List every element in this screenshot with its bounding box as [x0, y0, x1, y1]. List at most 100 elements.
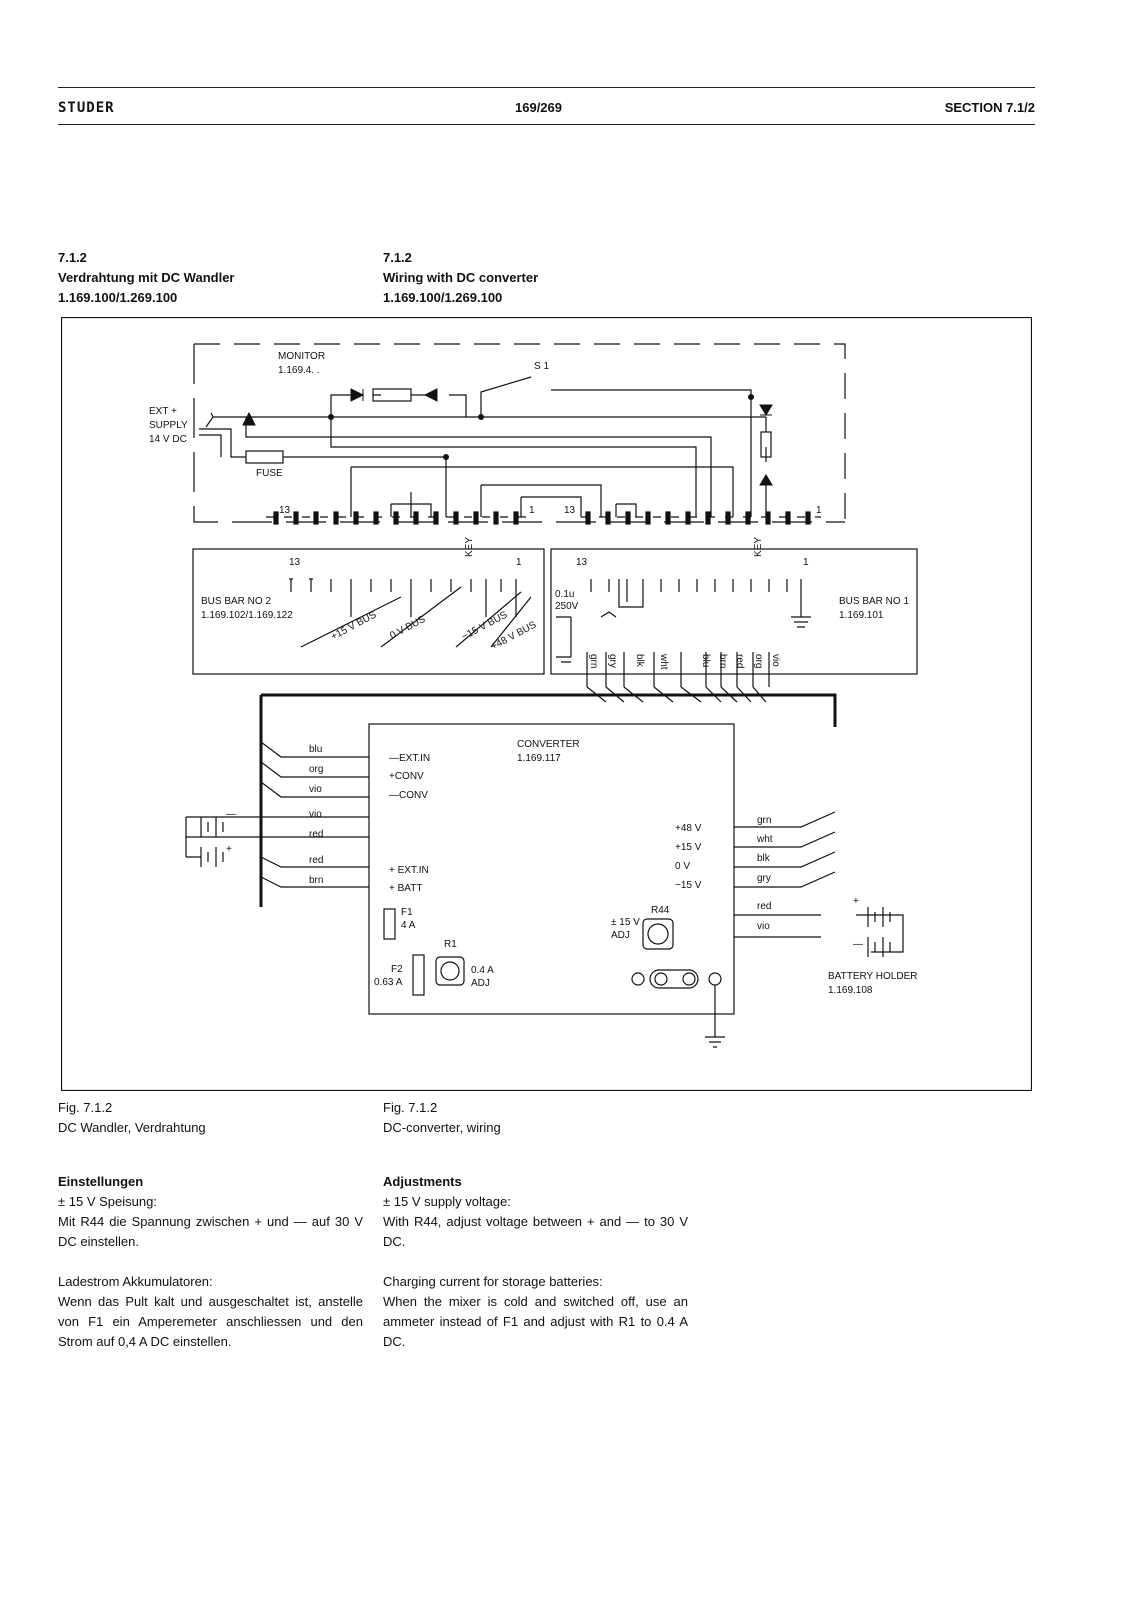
caption-en-text: DC-converter, wiring [383, 1120, 501, 1135]
label-adj15b: ADJ [611, 930, 630, 941]
lwire-blu: blu [309, 744, 322, 755]
monitor-diode-1 [350, 388, 365, 402]
wiring-diagram: MONITOR 1.169.4. . S 1 EXT + SUPPLY 14 V… [61, 317, 1032, 1091]
bus-lines [300, 586, 532, 648]
text-de-p2b: Wenn das Pult kalt und ausgeschaltet ist… [58, 1294, 363, 1349]
caption-en-fig: Fig. 7.1.2 [383, 1100, 438, 1115]
label-bus0: 0 V BUS [388, 614, 427, 642]
text-en-p2b: When the mixer is cold and switched off,… [383, 1294, 688, 1349]
label-13c: 13 [289, 557, 301, 568]
arrow-marker [242, 411, 256, 426]
wire-blk: blk [634, 654, 645, 668]
battery-left-1 [200, 817, 224, 837]
label-r1v2: ADJ [471, 978, 490, 989]
studer-logo: STUDER [58, 100, 115, 116]
caption-de-text: DC Wandler, Verdrahtung [58, 1120, 206, 1135]
fuse-f1 [383, 908, 396, 940]
text-en-p1b: With R44, adjust voltage between + and —… [383, 1214, 688, 1249]
wire-gry: gry [607, 654, 618, 668]
label-f1v: 4 A [401, 920, 416, 931]
label-1b: 1 [816, 505, 822, 516]
heading-de-title: Verdrahtung mit DC Wandler [58, 270, 235, 285]
heading-de-parts: 1.169.100/1.269.100 [58, 290, 178, 305]
label-ext-in: —EXT.IN [389, 753, 430, 764]
label-busbar1: BUS BAR NO 1 [839, 596, 909, 607]
monitor-led-chain [330, 394, 467, 417]
label-13a: 13 [279, 505, 291, 516]
label-minus-right: — [853, 939, 863, 950]
wire-brn: brn [717, 654, 728, 668]
text-de-title: Einstellungen [58, 1174, 144, 1189]
label-ext-in2: + EXT.IN [389, 865, 429, 876]
label-f2v: 0.63 A [374, 977, 403, 988]
text-en-title: Adjustments [383, 1174, 462, 1189]
connector-row [266, 511, 821, 525]
lwire-red-2: red [309, 855, 323, 866]
label-minus-left: — [226, 809, 236, 820]
label-converter-no: 1.169.117 [517, 753, 561, 764]
heading-en-title: Wiring with DC converter [383, 270, 539, 285]
label-battery-holder-no: 1.169.108 [828, 985, 873, 996]
text-en-p2a: Charging current for storage batteries: [383, 1274, 603, 1289]
rwire-gry: gry [757, 873, 771, 884]
wire-wht: wht [658, 653, 669, 670]
caption-english: Fig. 7.1.2 DC-converter, wiring [383, 1098, 501, 1138]
text-english: Adjustments ± 15 V supply voltage: With … [383, 1172, 688, 1352]
heading-english: 7.1.2 Wiring with DC converter 1.169.100… [383, 248, 538, 308]
label-r44: R44 [651, 905, 670, 916]
label-s1: S 1 [534, 361, 549, 372]
diagram-frame [61, 317, 1032, 1091]
switch-s1-arm [480, 376, 532, 417]
bus-bar-2-box [192, 548, 545, 675]
lwire-brn: brn [309, 875, 323, 886]
label-bus15: +15 V BUS [329, 609, 378, 642]
section-label: SECTION 7.1/2 [944, 100, 1035, 115]
label-busbar2-no: 1.169.102/1.169.122 [201, 610, 293, 621]
page-number: 169/269 [515, 100, 562, 115]
lwire-org: org [309, 764, 323, 775]
lwire-vio-2: vio [309, 809, 322, 820]
battery-right-2 [867, 937, 891, 957]
label-f1: F1 [401, 907, 413, 918]
label-ext: EXT + [149, 406, 177, 417]
label-48v: +48 V [675, 823, 702, 834]
label-adj15a: ± 15 V [611, 917, 640, 928]
rwire-red: red [757, 901, 771, 912]
label-monitor: MONITOR [278, 351, 325, 362]
caption-de-fig: Fig. 7.1.2 [58, 1100, 113, 1115]
converter-harness [259, 693, 837, 907]
battery-right-1 [867, 907, 891, 927]
monitor-resistor-2 [760, 431, 772, 458]
converter-box [368, 723, 735, 1015]
pot-r1 [435, 956, 465, 986]
label-1c: 1 [516, 557, 522, 568]
ground-symbol [705, 985, 725, 1048]
zener-diode [759, 474, 773, 486]
label-busbar1-no: 1.169.101 [839, 610, 884, 621]
rwire-vio: vio [757, 921, 770, 932]
label-13b: 13 [564, 505, 576, 516]
label-cap1: 0.1u [555, 589, 574, 600]
label-r1: R1 [444, 939, 457, 950]
label-monitor-no: 1.169.4. . [278, 365, 320, 376]
label-f2: F2 [391, 964, 403, 975]
wire-vio: vio [770, 654, 781, 667]
bus-bar-1-box [550, 548, 918, 675]
text-de-p2a: Ladestrom Akkumulatoren: [58, 1274, 213, 1289]
heading-german: 7.1.2 Verdrahtung mit DC Wandler 1.169.1… [58, 248, 234, 308]
fuse-symbol [245, 450, 284, 464]
monitor-enclosure-top [194, 343, 846, 522]
caption-german: Fig. 7.1.2 DC Wandler, Verdrahtung [58, 1098, 206, 1138]
label-1d: 1 [803, 557, 809, 568]
label-fuse: FUSE [256, 468, 283, 479]
label-13d: 13 [576, 557, 588, 568]
label-0v: 0 V [675, 861, 690, 872]
label-cap2: 250V [555, 601, 579, 612]
wire-org: org [753, 654, 764, 668]
text-german: Einstellungen ± 15 V Speisung: Mit R44 d… [58, 1172, 363, 1352]
header-top-rule [58, 87, 1035, 88]
heading-de-number: 7.1.2 [58, 250, 87, 265]
header-bottom-rule [58, 124, 1035, 125]
rwire-grn: grn [757, 815, 771, 826]
lwire-vio: vio [309, 784, 322, 795]
